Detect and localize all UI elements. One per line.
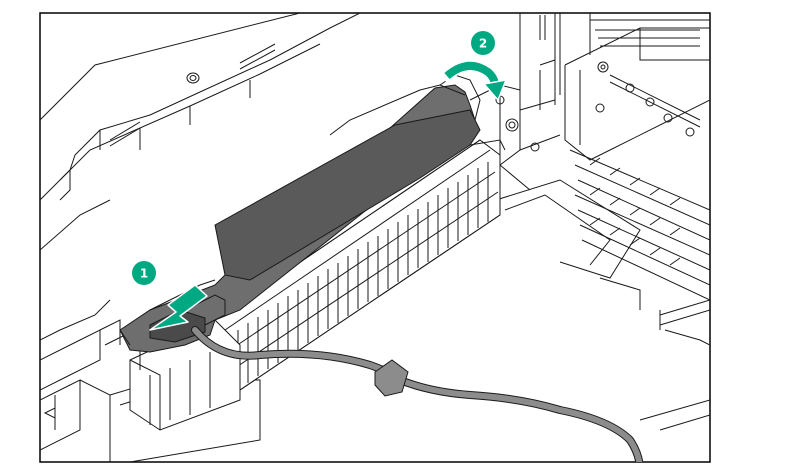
drive-cage [519,13,710,301]
cable-connector [374,359,409,397]
chassis-front-left [40,319,261,462]
step-1-arrow [149,284,208,331]
step-1-callout: 1 [132,261,156,285]
step-2-arrow [441,60,507,101]
step-2-callout: 2 [471,31,495,55]
chassis-side-wall [40,13,361,341]
battery-module [119,74,481,353]
step-1-number: 1 [140,267,148,281]
battery-cable [191,326,644,462]
chassis-floor [479,179,710,431]
step-2-number: 2 [479,37,487,51]
